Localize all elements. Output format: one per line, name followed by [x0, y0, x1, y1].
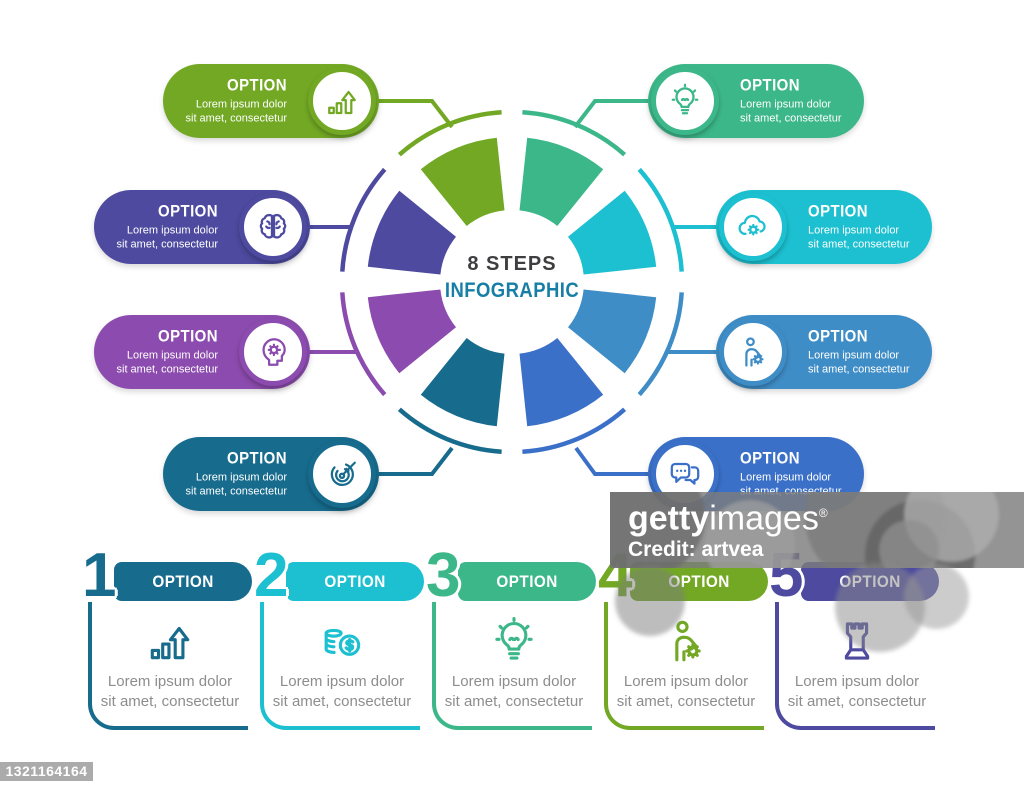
step-option-pill: OPTION [286, 562, 424, 601]
step-option-pill: OPTION [114, 562, 252, 601]
center-title-line1: 8 STEPS [467, 253, 557, 275]
icon-circle [239, 318, 307, 386]
icon-circle [308, 440, 376, 508]
wheel-arc-left-lower [340, 292, 387, 397]
coins-dollar-icon [317, 616, 367, 666]
step-option-title: OPTION [324, 571, 386, 591]
head-gear-icon [255, 334, 291, 370]
option-pill-title: OPTION [808, 201, 868, 221]
step-number: 5 [769, 541, 804, 610]
step-option-pill: OPTION [801, 562, 939, 601]
step-option-pill: OPTION [458, 562, 596, 601]
wheel-arc-bottom-right [522, 407, 627, 454]
chess-rook-icon [832, 616, 882, 666]
chart-growth-icon [324, 83, 360, 119]
option-pill-title: OPTION [158, 326, 218, 346]
icon-circle [651, 67, 719, 135]
option-pill-title: OPTION [808, 326, 868, 346]
image-id-bar: 1321164164 [0, 762, 93, 781]
step-number: 3 [426, 541, 461, 610]
step-number: 4 [598, 541, 633, 610]
step-option-title: OPTION [152, 571, 214, 591]
wheel-arc-bottom-left [397, 407, 502, 454]
center-title: 8 STEPS INFOGRAPHIC [402, 253, 622, 303]
option-pill-title: OPTION [227, 75, 287, 95]
lightbulb-icon [489, 616, 539, 666]
connector-right-1 [573, 99, 652, 129]
icon-circle [239, 193, 307, 261]
option-pill-title: OPTION [227, 448, 287, 468]
wheel-segment-top-right [519, 137, 604, 226]
option-pill-title: OPTION [158, 201, 218, 221]
chart-growth-icon [145, 616, 195, 666]
icon-circle [719, 193, 787, 261]
wheel-segment-right-lower [568, 289, 657, 374]
option-pill-title: OPTION [740, 75, 800, 95]
icon-circle [308, 67, 376, 135]
wheel-segment-left-lower [367, 289, 456, 374]
step-number: 2 [254, 541, 289, 610]
wheel-arc-top-left [397, 110, 502, 157]
person-gear-icon [735, 334, 771, 370]
target-arrow-icon [324, 456, 360, 492]
option-pill-title: OPTION [740, 448, 800, 468]
wheel-arc-right-lower [637, 292, 684, 397]
wheel-segment-right-upper [568, 190, 657, 275]
icon-circle [719, 318, 787, 386]
lightbulb-icon [667, 83, 703, 119]
center-title-line2: INFOGRAPHIC [444, 279, 580, 302]
wheel-arc-right-upper [637, 167, 684, 272]
cloud-gear-icon [735, 209, 771, 245]
wheel-segment-left-upper [367, 190, 456, 275]
wheel-segment-bottom-right [519, 338, 604, 427]
step-option-title: OPTION [496, 571, 558, 591]
step-option-title: OPTION [839, 571, 901, 591]
connector-left-1 [375, 99, 454, 129]
step-number: 1 [82, 541, 117, 610]
step-option-title: OPTION [668, 571, 730, 591]
wheel-segment-top-left [420, 137, 505, 226]
chat-bubbles-icon [667, 456, 703, 492]
icon-circle [651, 440, 719, 508]
connector-right-4 [574, 446, 652, 476]
wheel-arc-left-upper [340, 167, 387, 272]
step-option-pill: OPTION [630, 562, 768, 601]
wheel-segment-bottom-left [420, 338, 505, 427]
connector-left-4 [375, 446, 454, 476]
person-gear-icon [661, 616, 711, 666]
brain-icon [255, 209, 291, 245]
